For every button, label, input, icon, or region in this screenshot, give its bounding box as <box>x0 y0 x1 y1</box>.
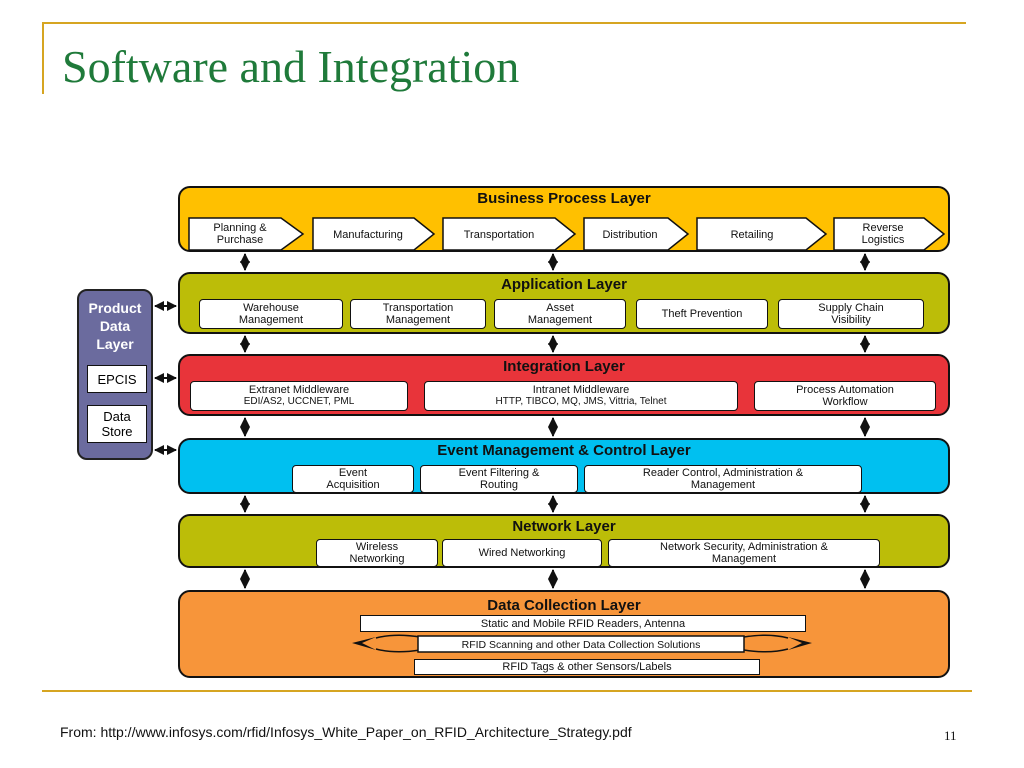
event-filtering-routing-box: Event Filtering & Routing <box>420 465 578 493</box>
wired-networking-box: Wired Networking <box>442 539 602 567</box>
chevron-distribution <box>583 217 690 251</box>
network-security-box: Network Security, Administration & Manag… <box>608 539 880 567</box>
extranet-middleware-detail: EDI/AS2, UCCNET, PML <box>243 396 355 407</box>
page-number: 11 <box>944 728 957 743</box>
process-automation-box: Process Automation Workflow <box>754 381 936 411</box>
network-layer-title: Network Layer <box>512 518 616 535</box>
chevron-planning-purchase <box>188 217 305 251</box>
transportation-management-box: Transportation Management <box>350 299 486 329</box>
reader-control-box: Reader Control, Administration & Managem… <box>584 465 862 493</box>
extranet-middleware-box: Extranet Middleware EDI/AS2, UCCNET, PML <box>190 381 408 411</box>
event-acquisition-box: Event Acquisition <box>292 465 414 493</box>
chevron-reverse-logistics <box>833 217 946 251</box>
warehouse-management-box: Warehouse Management <box>199 299 343 329</box>
chevron-transportation <box>442 217 577 251</box>
rfid-scanning-box <box>417 635 745 653</box>
data-collection-layer-title: Data Collection Layer <box>487 597 641 614</box>
chevron-label-transportation: Transportation <box>464 229 535 241</box>
top-accent-line <box>42 22 966 24</box>
asset-management-box: Asset Management <box>494 299 626 329</box>
extranet-middleware-title: Extranet Middleware <box>248 384 350 396</box>
data-store-box: Data Store <box>87 405 147 443</box>
intranet-middleware-title: Intranet Middleware <box>532 384 630 396</box>
business-process-layer-title: Business Process Layer <box>477 190 651 207</box>
side-panel-arrows <box>154 301 177 455</box>
slide-title: Software and Integration <box>62 41 520 92</box>
product-data-layer-panel: Product Data Layer EPCIS Data Store <box>77 289 153 460</box>
product-data-layer-title: Product Data Layer <box>88 300 142 352</box>
source-citation: From: http://www.infosys.com/rfid/Infosy… <box>60 724 632 740</box>
supply-chain-visibility-box: Supply Chain Visibility <box>778 299 924 329</box>
chevron-label-planning: Planning &Purchase <box>213 222 267 246</box>
event-management-layer: Event Management & Control Layer Event A… <box>178 438 950 494</box>
integration-layer: Integration Layer Extranet Middleware ED… <box>178 354 950 416</box>
application-layer-title: Application Layer <box>501 276 627 293</box>
rfid-tags-box: RFID Tags & other Sensors/Labels <box>414 659 760 675</box>
left-accent-line <box>42 22 44 94</box>
epcis-box: EPCIS <box>87 365 147 393</box>
chevron-label-distribution: Distribution <box>602 229 657 241</box>
chevron-label-retailing: Retailing <box>731 229 774 241</box>
chevron-label-manufacturing: Manufacturing <box>333 229 403 241</box>
integration-layer-title: Integration Layer <box>503 358 625 375</box>
network-layer: Network Layer Wireless Networking Wired … <box>178 514 950 568</box>
rfid-scanning-label: RFID Scanning and other Data Collection … <box>462 639 701 651</box>
vertical-arrows <box>240 253 870 589</box>
rfid-readers-box: Static and Mobile RFID Readers, Antenna <box>360 615 806 632</box>
chevron-manufacturing <box>312 217 436 251</box>
chevron-retailing <box>696 217 828 251</box>
wireless-networking-box: Wireless Networking <box>316 539 438 567</box>
process-automation-detail: Workflow <box>822 396 868 408</box>
intranet-middleware-detail: HTTP, TIBCO, MQ, JMS, Vittria, Telnet <box>495 396 667 407</box>
data-collection-layer: Data Collection Layer Static and Mobile … <box>178 590 950 678</box>
rfid-scanning-band: RFID Scanning and other Data Collection … <box>352 634 812 653</box>
process-automation-title: Process Automation <box>796 384 894 396</box>
theft-prevention-box: Theft Prevention <box>636 299 768 329</box>
application-layer: Application Layer Warehouse Management T… <box>178 272 950 334</box>
bottom-accent-line <box>42 690 972 692</box>
business-chevrons <box>188 217 946 251</box>
intranet-middleware-box: Intranet Middleware HTTP, TIBCO, MQ, JMS… <box>424 381 738 411</box>
event-management-layer-title: Event Management & Control Layer <box>437 442 691 459</box>
